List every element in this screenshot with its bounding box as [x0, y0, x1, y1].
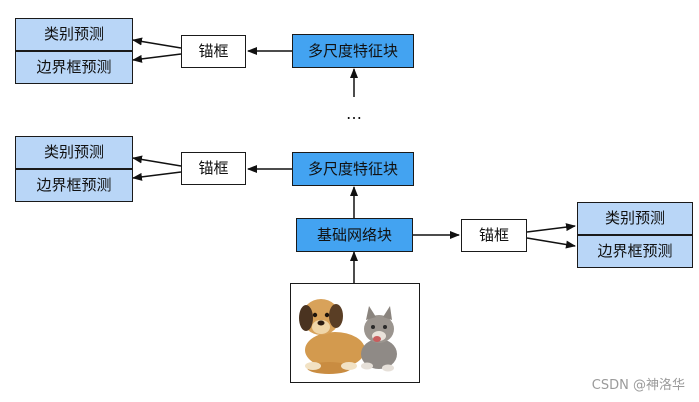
cat-figure — [361, 306, 397, 372]
watermark: CSDN @神洛华 — [591, 378, 685, 393]
arrow-top-anchor-to-class — [132, 37, 182, 49]
base-anchor-box: 锚框 — [461, 219, 527, 252]
arrow-anchor-to-class-right — [526, 223, 576, 233]
ellipsis: … — [346, 104, 363, 123]
top-anchor-box: 锚框 — [181, 35, 246, 68]
middle-multiscale-feature-block: 多尺度特征块 — [292, 152, 414, 186]
middle-class-prediction: 类别预测 — [15, 136, 133, 169]
top-multiscale-feature-block: 多尺度特征块 — [292, 34, 414, 68]
top-bbox-prediction: 边界框预测 — [15, 51, 133, 84]
top-class-prediction: 类别预测 — [15, 18, 133, 51]
middle-bbox-prediction: 边界框预测 — [15, 169, 133, 202]
input-image — [290, 283, 420, 383]
base-network-block: 基础网络块 — [296, 218, 413, 252]
arrow-anchor-to-bbox-right — [526, 237, 576, 249]
right-class-prediction: 类别预测 — [577, 202, 693, 235]
arrow-mid-anchor-to-bbox — [132, 171, 182, 181]
arrow-top-anchor-to-bbox — [132, 53, 182, 63]
middle-anchor-box: 锚框 — [181, 152, 246, 185]
dog-figure — [299, 299, 365, 374]
arrow-mid-anchor-to-class — [132, 155, 182, 167]
dog-and-cat-picture — [299, 299, 397, 374]
right-bbox-prediction: 边界框预测 — [577, 235, 693, 268]
